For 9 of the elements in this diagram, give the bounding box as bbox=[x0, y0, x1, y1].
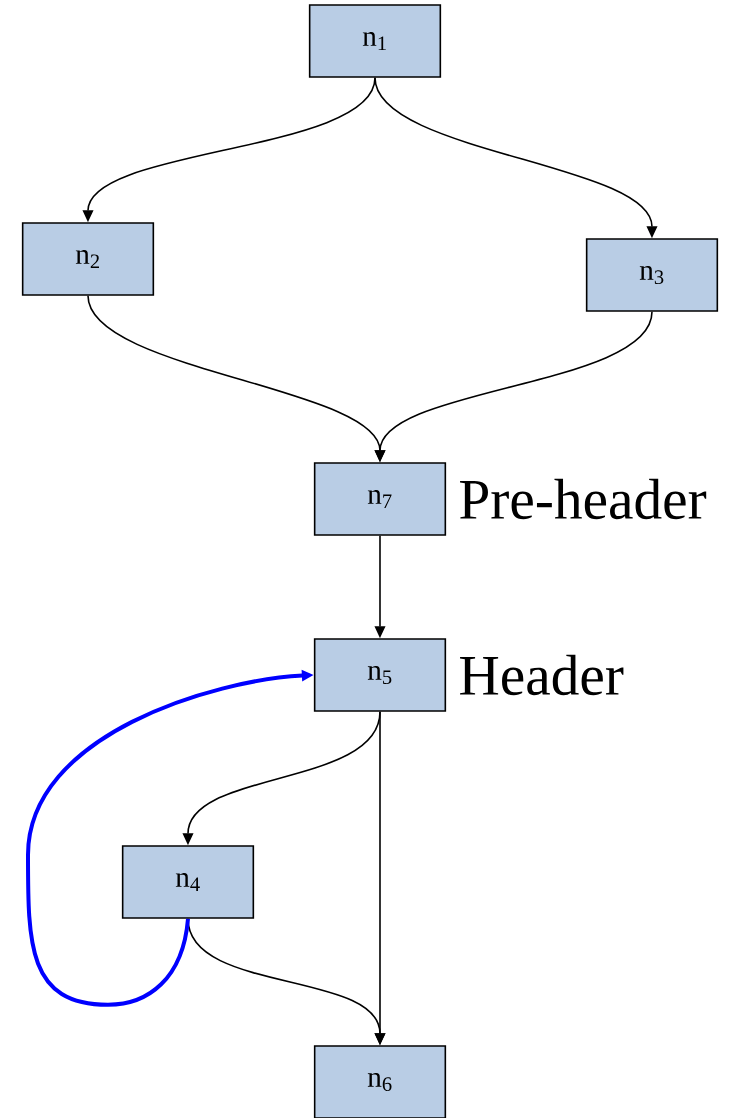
box-label: Header bbox=[460, 654, 624, 696]
process-box: n$_{6}$ bbox=[313, 1045, 447, 1118]
process-box: n$_{7}$ bbox=[313, 462, 447, 536]
process-box: n$_{3}$ bbox=[585, 238, 719, 312]
process-box: n$_{5}$ bbox=[313, 638, 447, 712]
process-box: n$_{4}$ bbox=[121, 845, 255, 919]
box-label: Pre-header bbox=[460, 478, 707, 520]
process-box: n$_{1}$ bbox=[308, 4, 442, 78]
process-box: n$_{2}$ bbox=[21, 222, 155, 296]
